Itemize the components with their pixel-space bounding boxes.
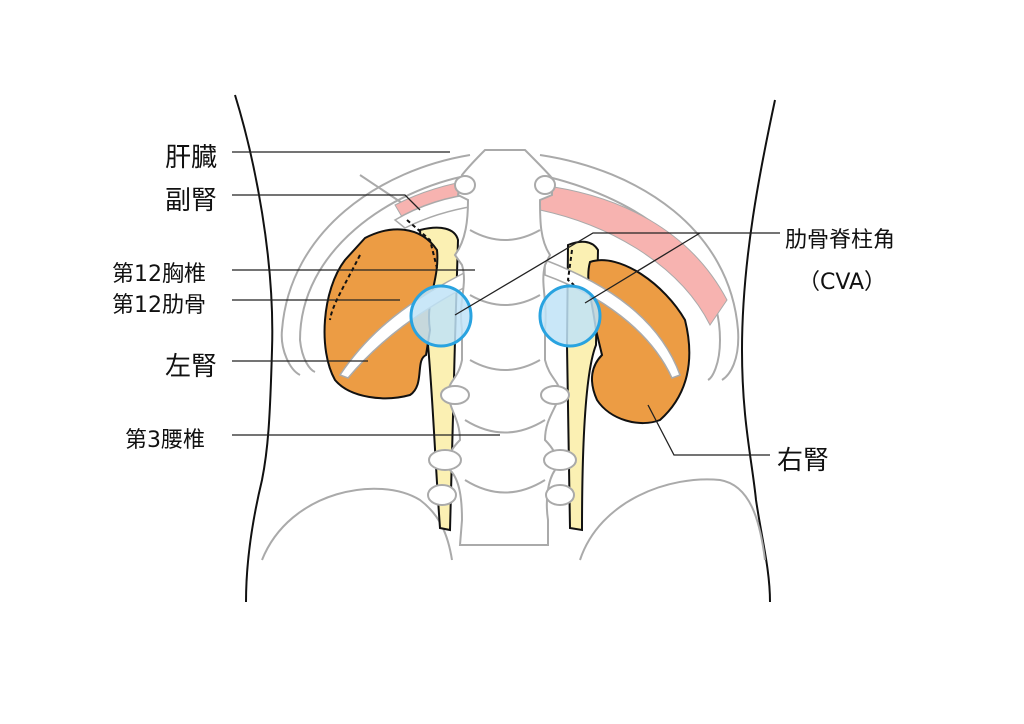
- label-cva: 肋骨脊柱角: [785, 228, 896, 253]
- hip-right: [579, 478, 766, 561]
- label-t12: 第12胸椎: [112, 262, 206, 287]
- spine: [427, 149, 577, 546]
- label-cva-abbr: （CVA）: [798, 270, 887, 295]
- right-kidney-hidden-outline: [566, 249, 575, 286]
- cva-circle-left: [409, 284, 473, 348]
- label-right-kidney: 右腎: [777, 446, 830, 476]
- body-outline-left: [234, 94, 274, 603]
- muscle-right: [539, 184, 728, 326]
- label-rib12: 第12肋骨: [112, 293, 206, 318]
- label-adrenal: 副腎: [165, 186, 218, 216]
- label-l3: 第3腰椎: [125, 428, 205, 453]
- left-kidney-hidden-outline: [329, 219, 438, 321]
- cva-circle-right: [538, 284, 602, 348]
- right-kidney: [587, 259, 691, 425]
- label-liver: 肝臓: [165, 143, 218, 173]
- leader-lines: [232, 151, 780, 456]
- label-left-kidney: 左腎: [165, 352, 218, 382]
- hip-left: [261, 487, 453, 561]
- left-kidney: [323, 228, 439, 400]
